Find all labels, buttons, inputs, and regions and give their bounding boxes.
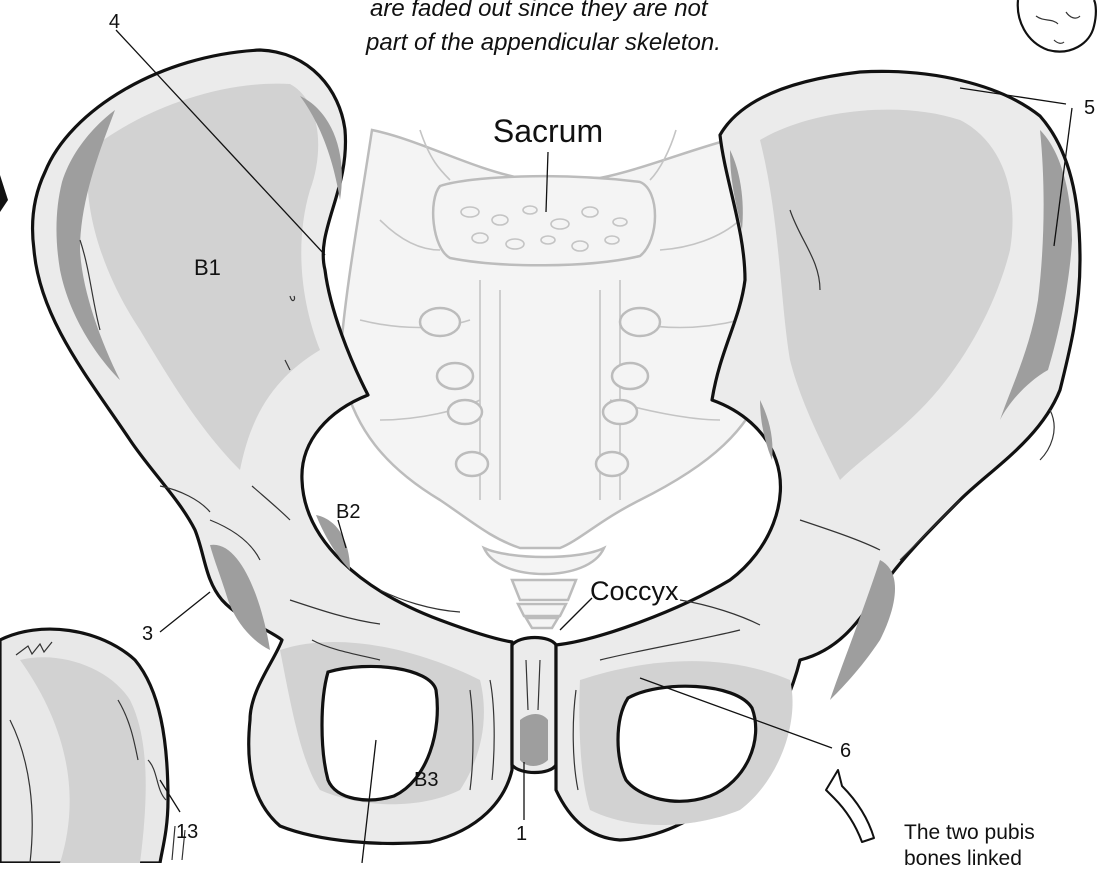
label-13: 13	[176, 821, 198, 843]
note-line-2: part of the appendicular skeleton.	[366, 28, 721, 58]
pubic-symphysis	[512, 638, 556, 773]
caption-line-2: bones linked	[904, 846, 1035, 872]
partial-bone-top-right	[1018, 0, 1096, 52]
caption: The two pubis bones linked	[904, 820, 1035, 872]
label-3: 3	[142, 623, 153, 645]
partial-bone-left	[0, 629, 185, 863]
left-edge-marker	[0, 175, 8, 212]
label-4: 4	[109, 11, 120, 33]
label-b3: B3	[414, 769, 438, 791]
coccyx-bone	[484, 548, 604, 628]
label-6: 6	[840, 740, 851, 762]
caption-line-1: The two pubis	[904, 820, 1035, 846]
label-b1: B1	[194, 255, 221, 280]
label-1: 1	[516, 823, 527, 845]
label-sacrum: Sacrum	[493, 113, 603, 149]
label-b2: B2	[336, 501, 360, 523]
sacrum-bone	[340, 130, 770, 548]
note-line-1: are faded out since they are not	[370, 0, 708, 24]
label-coccyx: Coccyx	[590, 576, 679, 606]
label-5: 5	[1084, 97, 1095, 119]
curved-arrow-icon	[826, 770, 874, 842]
leader-3	[160, 592, 210, 632]
